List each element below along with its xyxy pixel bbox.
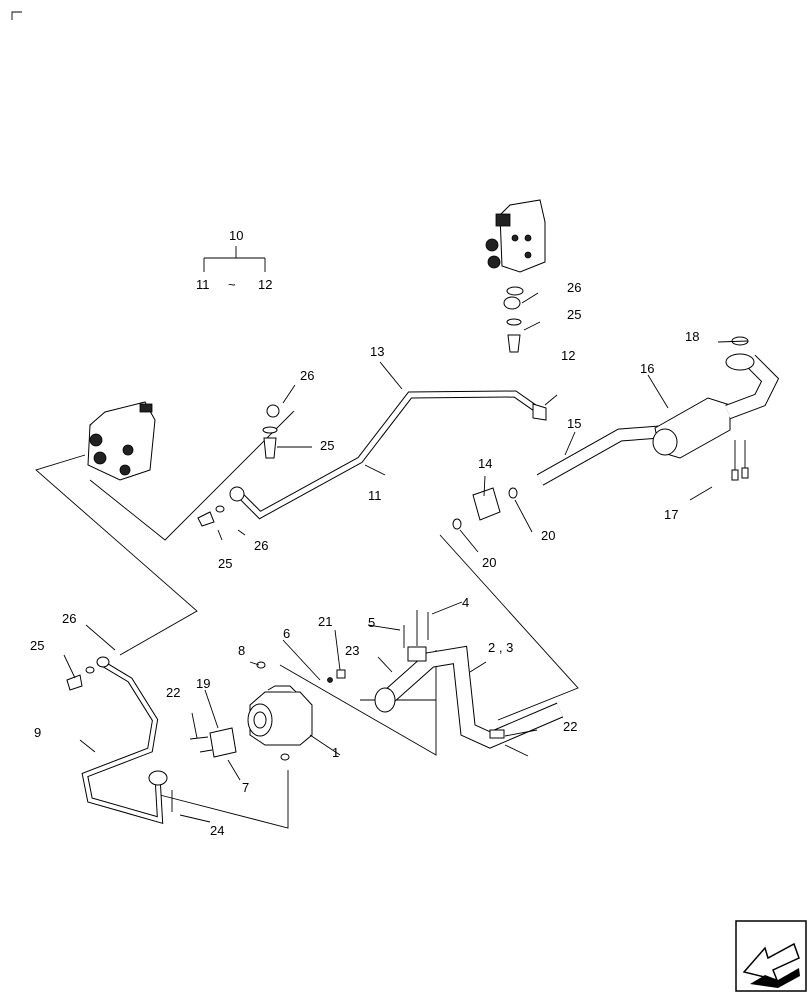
callout-14: 14 bbox=[478, 456, 492, 471]
callout-24: 24 bbox=[210, 823, 224, 838]
callout-22-left: 22 bbox=[166, 685, 180, 700]
hose-14 bbox=[452, 487, 518, 530]
callout-25-low: 25 bbox=[218, 556, 232, 571]
callout-8: 8 bbox=[238, 643, 245, 658]
callout-5: 5 bbox=[368, 615, 375, 630]
callout-18: 18 bbox=[685, 329, 699, 344]
callout-1: 1 bbox=[332, 745, 339, 760]
tube-11 bbox=[229, 390, 547, 520]
upper-control-valve bbox=[485, 199, 546, 296]
callout-23: 23 bbox=[345, 643, 359, 658]
hydraulic-pump bbox=[189, 661, 346, 761]
callout-25-left: 25 bbox=[30, 638, 44, 653]
fittings bbox=[66, 318, 522, 691]
group-bracket-10: 10 11 ~ 12 bbox=[196, 228, 272, 292]
callout-13: 13 bbox=[370, 344, 384, 359]
group-label-left: 11 bbox=[196, 277, 210, 292]
callout-21: 21 bbox=[318, 614, 332, 629]
callout-17: 17 bbox=[664, 507, 678, 522]
callout-4: 4 bbox=[462, 595, 469, 610]
callout-19: 19 bbox=[196, 676, 210, 691]
callout-2-3: 2 , 3 bbox=[488, 640, 513, 655]
callout-20-right: 20 bbox=[541, 528, 555, 543]
callout-11: 11 bbox=[368, 488, 382, 503]
callout-26-top: 26 bbox=[567, 280, 581, 295]
group-label-right: 12 bbox=[258, 277, 272, 292]
callout-26-mid: 26 bbox=[300, 368, 314, 383]
filter-assembly bbox=[536, 336, 780, 486]
suction-tube bbox=[374, 610, 564, 757]
assembly-lines bbox=[35, 409, 579, 829]
callout-25-top: 25 bbox=[567, 307, 581, 322]
corner-mark bbox=[11, 11, 22, 20]
leader-lines bbox=[63, 292, 749, 823]
callout-7: 7 bbox=[242, 780, 249, 795]
pressure-tube-9 bbox=[81, 656, 173, 825]
callout-26-low: 26 bbox=[254, 538, 268, 553]
callout-20-left: 20 bbox=[482, 555, 496, 570]
tube-13 bbox=[266, 296, 521, 418]
callout-6: 6 bbox=[283, 626, 290, 641]
left-control-valve bbox=[87, 401, 156, 481]
next-page-arrow-icon[interactable] bbox=[735, 920, 807, 992]
callout-26-left: 26 bbox=[62, 611, 76, 626]
group-label-top: 10 bbox=[229, 228, 243, 243]
callout-16: 16 bbox=[640, 361, 654, 376]
group-label-sep: ~ bbox=[228, 277, 236, 292]
callout-labels: 1 2 , 3 4 5 6 7 8 9 11 12 13 14 15 16 17… bbox=[30, 280, 699, 838]
callout-15: 15 bbox=[567, 416, 581, 431]
callout-9: 9 bbox=[34, 725, 41, 740]
callout-22-right: 22 bbox=[563, 719, 577, 734]
callout-25-mid: 25 bbox=[320, 438, 334, 453]
callout-12: 12 bbox=[561, 348, 575, 363]
